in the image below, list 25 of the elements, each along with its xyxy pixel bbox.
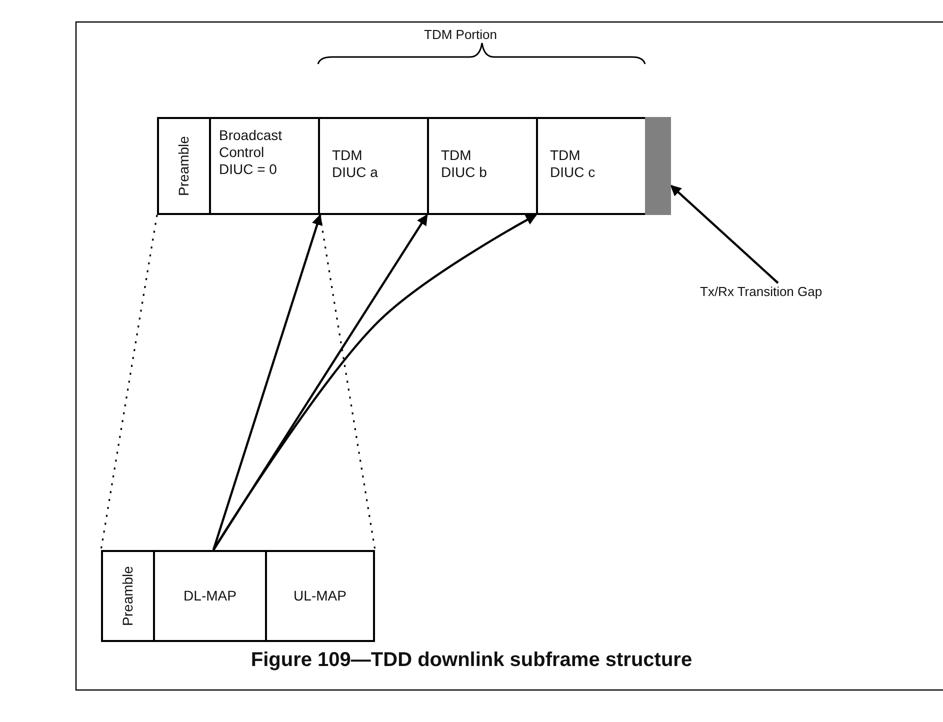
zoom-guide-line (319, 214, 376, 550)
preamble-cell (101, 550, 155, 642)
frame-cell (265, 550, 375, 642)
frame-cell (427, 117, 538, 215)
cell-label: Broadcast Control DIUC = 0 (219, 127, 284, 178)
frame-cell (536, 117, 647, 215)
cell-label: Preamble (120, 566, 136, 626)
arrow (212, 214, 322, 550)
figure-caption: Figure 109—TDD downlink subframe structure (250, 648, 694, 672)
zoom-guide-line (100, 214, 158, 550)
leader-text: Tx/Rx Transition Gap (700, 283, 822, 300)
leader-arrow (670, 184, 779, 284)
transition-gap-bar (645, 117, 671, 215)
preamble-cell (157, 117, 211, 215)
cell-label: UL-MAP (292, 588, 348, 604)
frame-cell (209, 117, 320, 215)
brace-label: TDM Portion (424, 26, 497, 43)
cell-label: DL-MAP (182, 588, 238, 604)
cell-label: Preamble (176, 136, 192, 196)
cell-label: TDM DIUC c (550, 147, 596, 181)
cell-label: TDM DIUC b (441, 147, 488, 181)
arrow (212, 214, 537, 551)
frame-cell (153, 550, 267, 642)
cell-label: TDM DIUC a (332, 147, 379, 181)
frame-cell (318, 117, 429, 215)
